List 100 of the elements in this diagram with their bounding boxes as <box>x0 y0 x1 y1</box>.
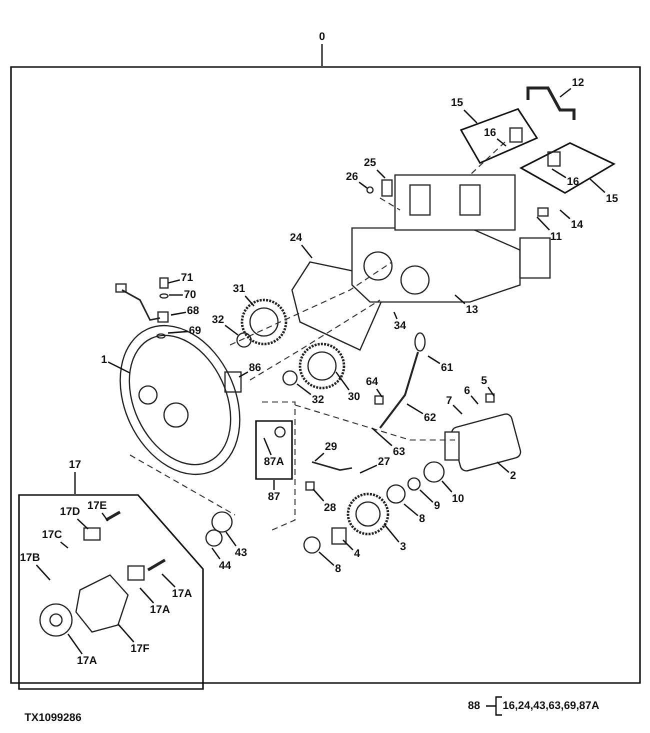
figure-id: TX1099286 <box>24 712 82 724</box>
callout-number: 5 <box>480 375 488 387</box>
callout-number: 24 <box>290 232 302 244</box>
leader-line <box>36 564 51 580</box>
callout-number: 34 <box>394 320 406 332</box>
leader-line <box>168 279 180 284</box>
leader-line <box>420 490 434 503</box>
callout-number: 12 <box>572 77 584 89</box>
leader-line <box>244 296 255 306</box>
leader-line <box>225 532 237 546</box>
leader-line <box>301 244 313 258</box>
callout-number: 68 <box>186 305 200 317</box>
callout-number: 62 <box>424 412 436 424</box>
leader-line <box>360 464 378 474</box>
leader-line <box>102 512 109 522</box>
callout-number: 6 <box>464 385 470 397</box>
group-outline <box>520 142 615 194</box>
leader-line <box>464 110 478 124</box>
group-outline <box>460 108 538 164</box>
leader-line <box>376 170 386 178</box>
callout-number: 7 <box>446 395 452 407</box>
leader-line <box>318 551 334 566</box>
leader-line <box>263 438 272 456</box>
leader-line <box>428 355 440 364</box>
leader-line <box>496 138 506 147</box>
callout-number: 70 <box>184 289 196 301</box>
leader-line <box>452 404 462 414</box>
callout-number: 25 <box>364 157 376 169</box>
leader-line <box>67 634 83 654</box>
callout-number: 2 <box>510 470 516 482</box>
callout-number: 88 <box>468 700 480 712</box>
leader-line <box>170 312 186 316</box>
parts-note: 16,24,43,63,69,87A <box>502 700 600 712</box>
callout-number: 31 <box>232 283 246 295</box>
callout-number: 10 <box>452 493 464 505</box>
callout-number: 4 <box>354 548 360 560</box>
callout-number: 1 <box>100 354 108 366</box>
leader-line <box>536 216 550 230</box>
callout-number: 17D <box>60 506 80 518</box>
leader-line <box>560 88 572 98</box>
leader-line <box>108 361 130 374</box>
callout-number: 9 <box>434 500 440 512</box>
callout-number: 69 <box>188 325 202 337</box>
leader-line <box>393 312 398 320</box>
callout-number: 8 <box>334 563 342 575</box>
callout-number: 11 <box>550 231 562 243</box>
leader-line <box>139 588 154 604</box>
callout-number: 27 <box>378 456 390 468</box>
callout-number: 17A <box>150 604 170 616</box>
callout-number: 16 <box>566 176 580 188</box>
callout-number: 28 <box>324 502 336 514</box>
callout-number: 71 <box>180 272 194 284</box>
callout-number: 17A <box>76 655 98 667</box>
leader-line <box>117 624 134 642</box>
callout-number: 17B <box>20 552 40 564</box>
callout-number: 26 <box>346 171 358 183</box>
leader-line <box>441 480 452 492</box>
leader-line <box>496 461 510 473</box>
callout-number: 8 <box>418 513 426 525</box>
leader-line <box>335 372 350 390</box>
callout-number: 14 <box>570 219 584 231</box>
callout-number: 15 <box>606 193 618 205</box>
callout-number: 86 <box>248 362 262 374</box>
leader-line <box>590 178 606 194</box>
leader-line <box>342 540 354 550</box>
leader-line <box>454 294 466 304</box>
leader-line <box>296 383 312 396</box>
leader-line <box>372 427 392 446</box>
callout-number: 30 <box>348 391 360 403</box>
callout-number: 87A <box>264 456 284 468</box>
callout-number: 17C <box>42 529 62 541</box>
callout-number: 17F <box>130 643 150 655</box>
callout-number: 43 <box>234 547 248 559</box>
leader-line <box>60 541 68 549</box>
leader-line <box>314 452 324 462</box>
leader-line <box>358 182 368 189</box>
leader-line <box>238 371 248 378</box>
callout-number: 64 <box>366 376 378 388</box>
callout-number: 29 <box>324 441 338 453</box>
callout-number: 16 <box>484 127 496 139</box>
leader-line <box>76 518 88 530</box>
leader-line <box>404 503 418 516</box>
callout-number: 63 <box>392 446 406 458</box>
leader-line <box>224 324 238 336</box>
callout-number: 87 <box>268 491 280 503</box>
callout-number: 17 <box>68 459 82 471</box>
callout-number: 17A <box>172 588 192 600</box>
callout-number: 17E <box>87 500 107 512</box>
leader-line <box>383 524 400 543</box>
leader-line <box>488 386 495 396</box>
leader-line <box>168 330 188 334</box>
callout-number: 32 <box>212 314 224 326</box>
callout-number: 0 <box>318 31 326 43</box>
leader-line <box>470 395 479 404</box>
leader-line <box>560 209 570 220</box>
leader-line <box>169 294 183 296</box>
callout-number: 32 <box>312 394 324 406</box>
leader-line <box>162 574 176 588</box>
callout-number: 3 <box>400 541 406 553</box>
callout-number: 44 <box>218 560 232 572</box>
